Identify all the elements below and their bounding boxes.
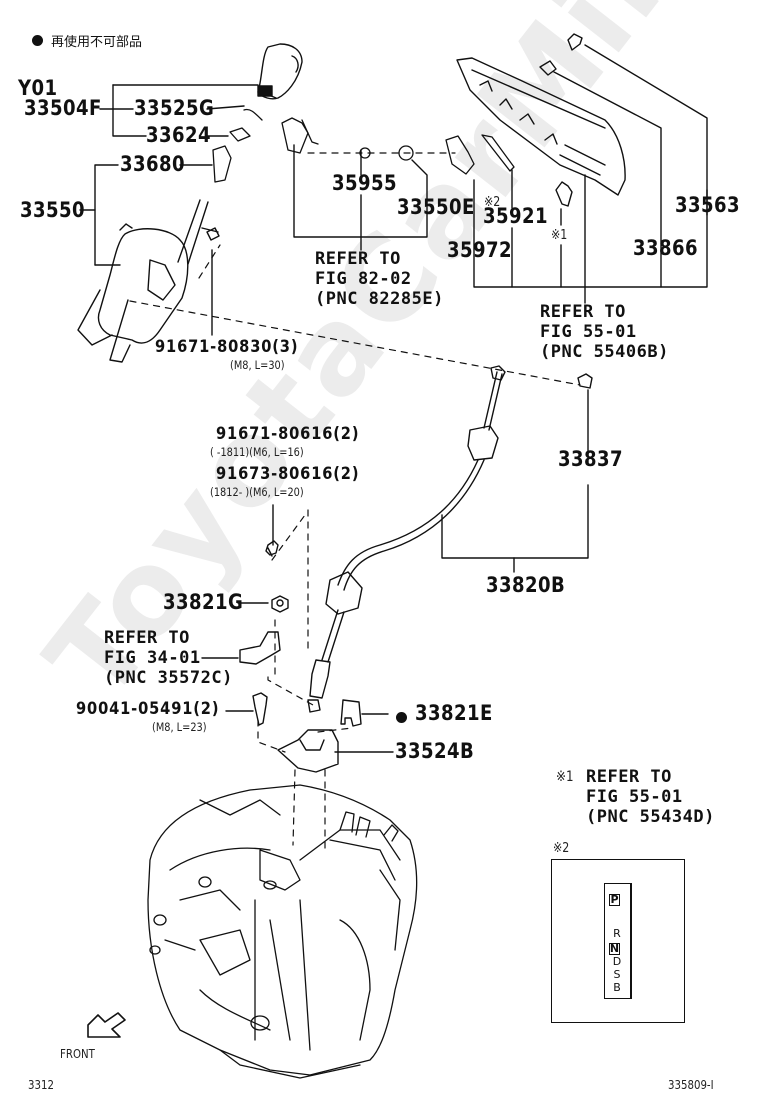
part-label-35955: 35955 [332, 171, 397, 195]
gate-position-p: P [609, 893, 620, 906]
reference-note-1: REFER TO FIG 55-01 (PNC 55434D) [586, 767, 715, 827]
gate-position-s: S [613, 968, 621, 981]
part-label-33524B: 33524B [395, 739, 475, 763]
part-label-33680: 33680 [120, 152, 185, 176]
gate-position-b: B [613, 981, 621, 994]
part-label-35921: 35921 [483, 204, 548, 228]
part-label-91673-80616: 91673-80616(2) [216, 464, 360, 484]
console-panel [456, 33, 626, 207]
transmission [147, 784, 418, 1079]
footer-illustration-number: 335809-I [668, 1078, 714, 1092]
non-reusable-marker-icon [32, 35, 43, 46]
part-label-91671-80830: 91671-80830(3) [155, 337, 299, 357]
part-spec-91671-80616: ( -1811)(M6, L=16) [210, 445, 304, 459]
part-label-33624: 33624 [146, 123, 211, 147]
part-label-33820B: 33820B [486, 573, 566, 597]
footer-page-code: 3312 [28, 1078, 54, 1092]
shift-gate-indicator: P R N D S B [604, 883, 632, 999]
gate-position-r: R [613, 927, 621, 940]
shift-lever-assembly [77, 199, 220, 363]
shift-knob [257, 43, 303, 100]
knob-small-parts [212, 108, 515, 183]
leader-lines [79, 44, 708, 753]
part-label-90041-05491: 90041-05491(2) [76, 699, 220, 719]
part-label-33821G: 33821G [163, 590, 244, 614]
legend-text: 再使用不可部品 [51, 35, 143, 50]
fasteners [239, 540, 362, 773]
part-spec-91671-80830: (M8, L=30) [230, 358, 285, 372]
part-label-33866: 33866 [633, 236, 698, 260]
shift-gate-inset: P R N D S B [551, 859, 685, 1023]
note-mark-2: ※2 [484, 195, 501, 210]
front-arrow-icon [87, 1012, 126, 1038]
shift-cable [307, 365, 593, 713]
part-label-33837: 33837 [558, 447, 623, 471]
part-label-33563: 33563 [675, 193, 740, 217]
part-label-33550E: 33550E [397, 195, 475, 219]
reference-fig-82-02: REFER TO FIG 82-02 (PNC 82285E) [315, 249, 444, 309]
inset-mark: ※2 [553, 841, 570, 856]
reference-fig-55-01-55406B: REFER TO FIG 55-01 (PNC 55406B) [540, 302, 669, 362]
note-mark-1: ※1 [551, 228, 568, 243]
part-spec-91673-80616: (1812- )(M6, L=20) [210, 485, 304, 499]
part-label-33821E: 33821E [415, 701, 493, 725]
part-label-33550: 33550 [20, 198, 85, 222]
part-label-y01: Y01 [18, 76, 58, 100]
front-direction-label: FRONT [60, 1047, 95, 1061]
part-spec-90041-05491: (M8, L=23) [152, 720, 207, 734]
part-label-33525G: 33525G [134, 96, 215, 120]
assembly-dashes [129, 152, 581, 851]
reference-fig-34-01: REFER TO FIG 34-01 (PNC 35572C) [104, 628, 233, 688]
legend: 再使用不可部品 [32, 31, 142, 50]
note-1-mark: ※1 [556, 769, 574, 785]
part-label-91671-80616: 91671-80616(2) [216, 424, 360, 444]
gate-position-n: N [609, 942, 620, 955]
non-reusable-marker-icon [396, 708, 407, 727]
part-label-33504F: 33504F [24, 96, 102, 120]
gate-position-d: D [612, 955, 622, 968]
part-label-35972: 35972 [447, 238, 512, 262]
